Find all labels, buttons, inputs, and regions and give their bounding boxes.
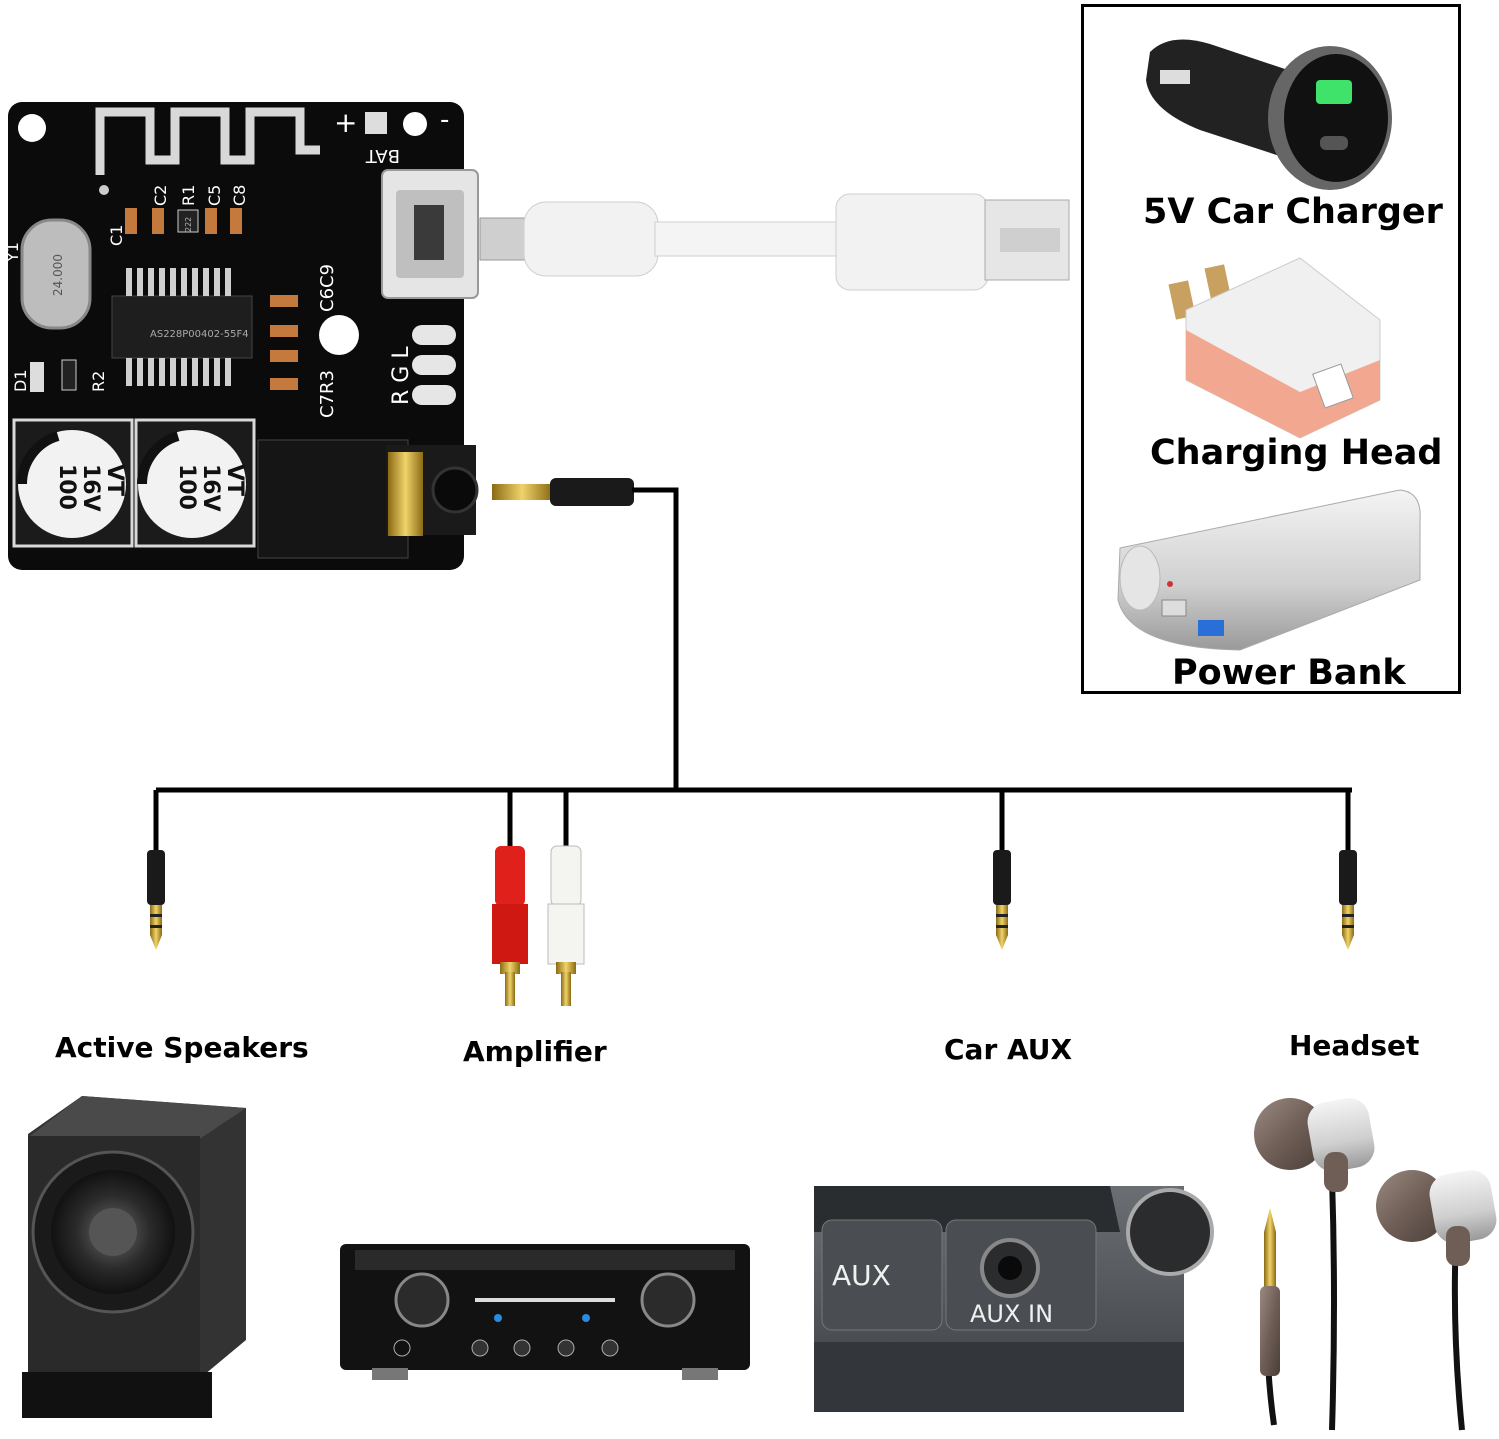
silk-c1: C1 — [107, 225, 126, 246]
amplifier-image — [340, 1244, 750, 1380]
active-speaker-image — [22, 1096, 246, 1418]
headset-image — [1254, 1098, 1497, 1431]
cap-right-line1: 100 — [174, 464, 199, 510]
label-car-aux: Car AUX — [944, 1033, 1073, 1066]
silk-d1: D1 — [11, 370, 30, 393]
silk-y1: Y1 — [3, 242, 22, 263]
bluetooth-audio-board: BAT + - C1 C2 R1 C5 C8 C6C9 C7R3 Y1 D1 R… — [3, 102, 479, 570]
rca-red-plug-icon — [492, 846, 528, 1006]
chip-marking: AS228P00402-55F4 — [150, 329, 249, 340]
plug-car-aux-icon — [993, 850, 1011, 950]
silk-r2: R2 — [89, 371, 108, 392]
label-power-bank: Power Bank — [1172, 653, 1406, 693]
silk-bat: BAT — [365, 145, 400, 166]
cap-right-line3: VT — [222, 464, 247, 496]
charging-head-image — [1168, 257, 1381, 439]
power-bank-image — [1117, 489, 1421, 651]
wire-bus — [153, 787, 1352, 850]
capacitor-left — [12, 418, 134, 548]
usb-cable — [479, 193, 1070, 291]
crystal-oscillator-icon — [20, 218, 92, 330]
bat-pad-icon — [365, 112, 387, 134]
aux-in-label: AUX IN — [970, 1300, 1053, 1328]
silk-c7r3: C7R3 — [317, 370, 338, 418]
silk-minus: - — [440, 105, 449, 135]
label-car-charger: 5V Car Charger — [1143, 192, 1443, 232]
micro-usb-port — [381, 169, 479, 299]
bluetooth-chip — [111, 268, 253, 386]
plug-active-speakers-icon — [147, 850, 165, 950]
car-charger-image — [1146, 39, 1392, 190]
label-charging-head: Charging Head — [1150, 433, 1443, 473]
smd-components — [30, 208, 298, 392]
cap-left-line1: 100 — [54, 464, 79, 510]
antenna-trace-icon — [95, 107, 320, 175]
cap-right-line2: 16V — [198, 464, 223, 512]
silk-c6c9: C6C9 — [317, 264, 338, 312]
audio-jack-3-5mm — [257, 439, 479, 559]
mount-hole-icon — [319, 315, 359, 355]
silk-rgl: R G L — [389, 346, 414, 405]
aux-label: AUX — [832, 1259, 891, 1292]
cap-left-line3: VT — [102, 464, 127, 496]
bat-pad-icon — [403, 112, 427, 136]
silk-plus: + — [334, 106, 357, 139]
label-active-speakers: Active Speakers — [55, 1031, 309, 1064]
label-headset: Headset — [1289, 1029, 1420, 1062]
speaker-output-pads — [412, 325, 456, 405]
silk-c8: C8 — [230, 185, 249, 206]
label-amplifier: Amplifier — [463, 1035, 607, 1068]
capacitor-right — [134, 418, 256, 548]
silk-r1: R1 — [179, 185, 198, 206]
rca-white-plug-icon — [547, 845, 585, 1006]
audio-cable — [492, 478, 679, 790]
power-source-panel — [1081, 4, 1461, 694]
plug-headset-icon — [1339, 850, 1357, 950]
cap-left-line2: 16V — [78, 464, 103, 512]
crystal-marking: 24.000 — [51, 254, 65, 296]
resistor-marking: 222 — [184, 217, 193, 232]
mount-hole-icon — [18, 114, 46, 142]
silk-c5: C5 — [205, 185, 224, 206]
silk-c2: C2 — [151, 185, 170, 206]
car-aux-image: AUX AUX IN — [814, 1186, 1214, 1412]
